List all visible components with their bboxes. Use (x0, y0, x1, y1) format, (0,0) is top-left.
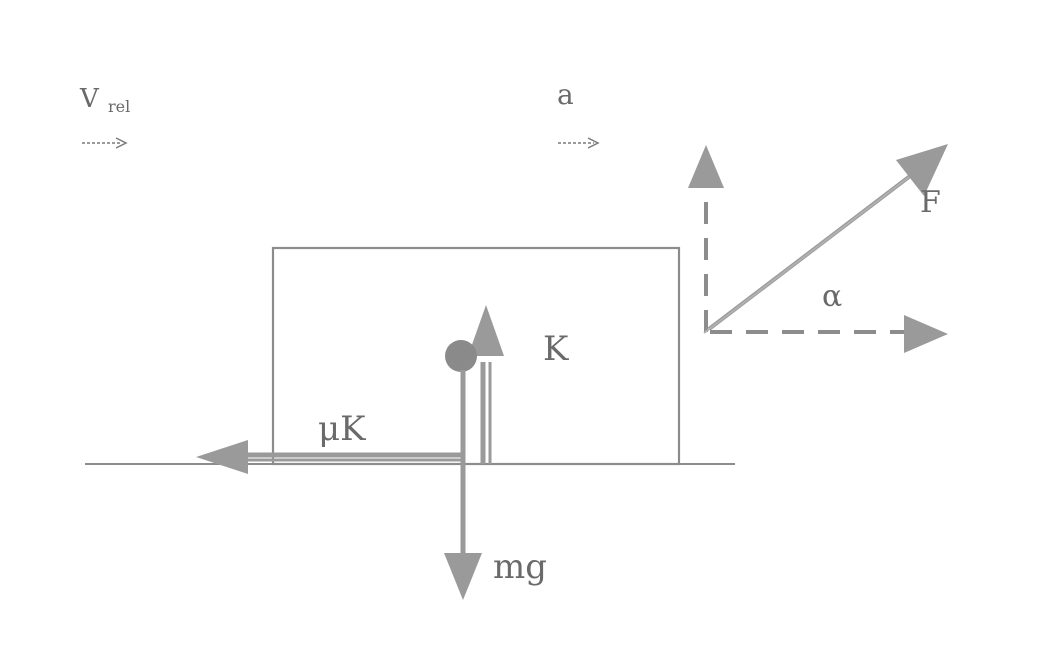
gravity-label: mg (493, 547, 547, 587)
contact-point (445, 340, 477, 372)
block (271, 246, 681, 466)
applied-force-label: F (920, 185, 941, 220)
v-rel-small-arrow (82, 137, 128, 149)
v-rel-symbol: V (79, 84, 100, 114)
friction-arrow (196, 440, 463, 474)
acceleration-label: a (557, 78, 574, 111)
acceleration-small-arrow (558, 137, 600, 149)
horizontal-component-arrow (710, 315, 948, 353)
normal-force-label: K (543, 329, 569, 369)
v-rel-subscript: rel (108, 97, 130, 116)
angle-label: α (822, 279, 842, 314)
vertical-component-arrow (688, 145, 724, 332)
gravity-arrow (444, 460, 482, 600)
applied-force-arrow (703, 144, 948, 334)
friction-label: μK (318, 409, 366, 449)
normal-force-arrow (468, 305, 504, 464)
v-rel-label: V rel (79, 84, 130, 116)
